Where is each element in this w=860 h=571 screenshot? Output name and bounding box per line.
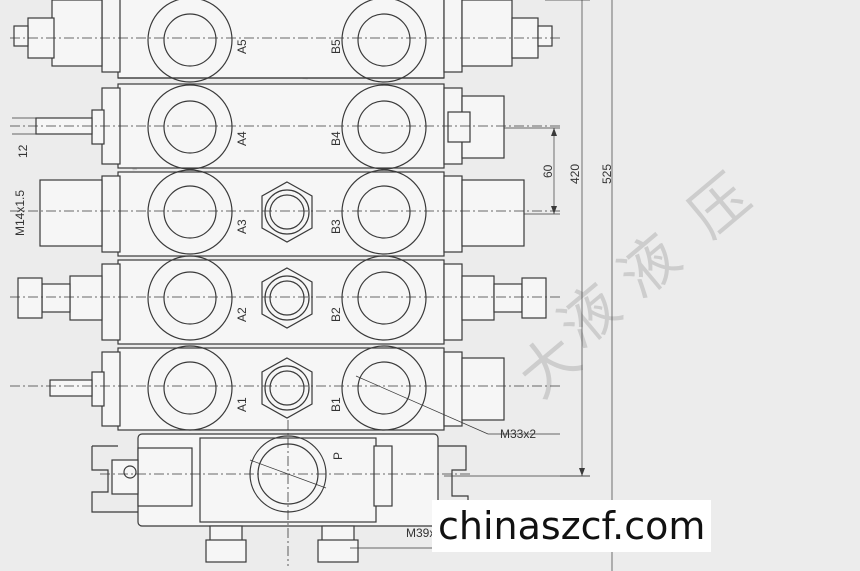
port-label-b1: B1 xyxy=(329,397,343,412)
dim-12: 12 xyxy=(16,144,30,158)
section-4 xyxy=(10,83,560,170)
port-label-a3: A3 xyxy=(235,219,249,234)
section-2 xyxy=(10,255,560,345)
port-label-a1: A1 xyxy=(235,397,249,412)
section-3 xyxy=(10,169,560,257)
port-label-a5: A5 xyxy=(235,39,249,54)
dim-m14: M14x1.5 xyxy=(13,190,27,236)
port-label-a2: A2 xyxy=(235,307,249,322)
dimension-lines xyxy=(444,0,613,571)
watermark-char: 压 xyxy=(675,161,763,250)
section-1 xyxy=(10,345,560,435)
port-label-a4: A4 xyxy=(235,131,249,146)
dim-525: 525 xyxy=(600,164,614,184)
site-url-watermark: chinaszcf.com xyxy=(432,500,712,552)
port-label-p: P xyxy=(331,452,345,460)
inlet-section xyxy=(91,420,470,566)
section-5 xyxy=(10,0,560,83)
port-label-b3: B3 xyxy=(329,219,343,234)
port-label-b5: B5 xyxy=(329,39,343,54)
port-label-b4: B4 xyxy=(329,131,343,146)
watermark-char: 液 xyxy=(605,221,693,310)
dim-60: 60 xyxy=(541,164,555,178)
dim-420: 420 xyxy=(568,164,582,184)
port-label-b2: B2 xyxy=(329,307,343,322)
dim-m33: M33x2 xyxy=(500,427,536,441)
